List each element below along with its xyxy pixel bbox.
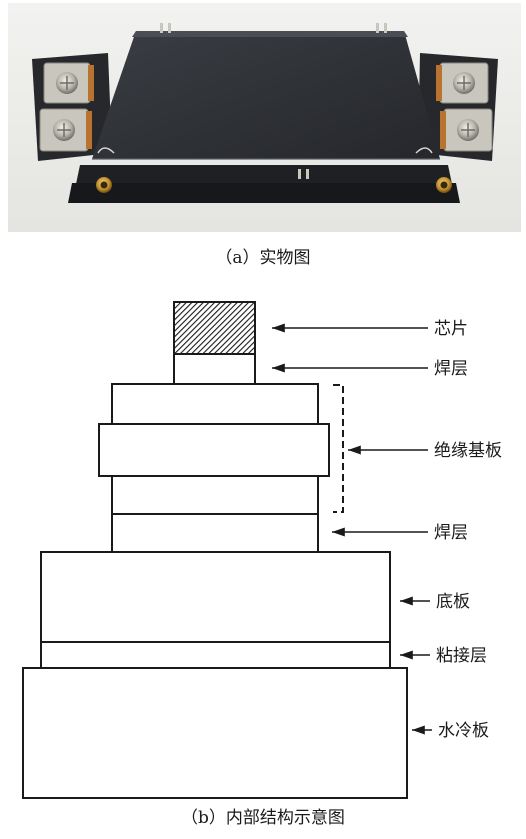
- label-cold-plate: 水冷板: [438, 721, 489, 741]
- label-solder-bottom: 焊层: [434, 523, 468, 543]
- label-adhesive: 粘接层: [436, 646, 487, 666]
- power-terminal-right-top: [439, 62, 489, 104]
- module-photo: [8, 3, 521, 232]
- cold-plate-layer: [22, 667, 408, 799]
- substrate-upper-copper: [111, 383, 319, 425]
- baseplate-layer: [40, 551, 391, 643]
- solder-layer-bottom: [111, 513, 319, 553]
- substrate-bracket: [333, 384, 344, 513]
- diagram-caption: （b）内部结构示意图: [181, 808, 345, 828]
- label-substrate: 绝缘基板: [434, 441, 502, 461]
- label-solder-top: 焊层: [434, 359, 468, 379]
- label-chip: 芯片: [434, 319, 468, 339]
- power-terminal-right-bottom: [443, 108, 493, 152]
- mounting-bushings: [96, 177, 452, 193]
- signal-pins: [160, 23, 387, 179]
- power-terminal-left-bottom: [39, 108, 89, 152]
- adhesive-layer: [40, 641, 391, 669]
- module-lid: [92, 31, 440, 159]
- power-terminal-left-top: [43, 62, 91, 104]
- chip-layer: [173, 301, 256, 355]
- photo-caption: （a）实物图: [215, 248, 311, 268]
- solder-layer-top: [173, 353, 256, 385]
- structure-diagram: 芯片 焊层 绝缘基板 焊层 底板 粘接层 水冷板: [22, 301, 502, 799]
- substrate-ceramic: [98, 423, 330, 477]
- substrate-lower-copper: [111, 475, 319, 515]
- label-baseplate: 底板: [436, 592, 470, 612]
